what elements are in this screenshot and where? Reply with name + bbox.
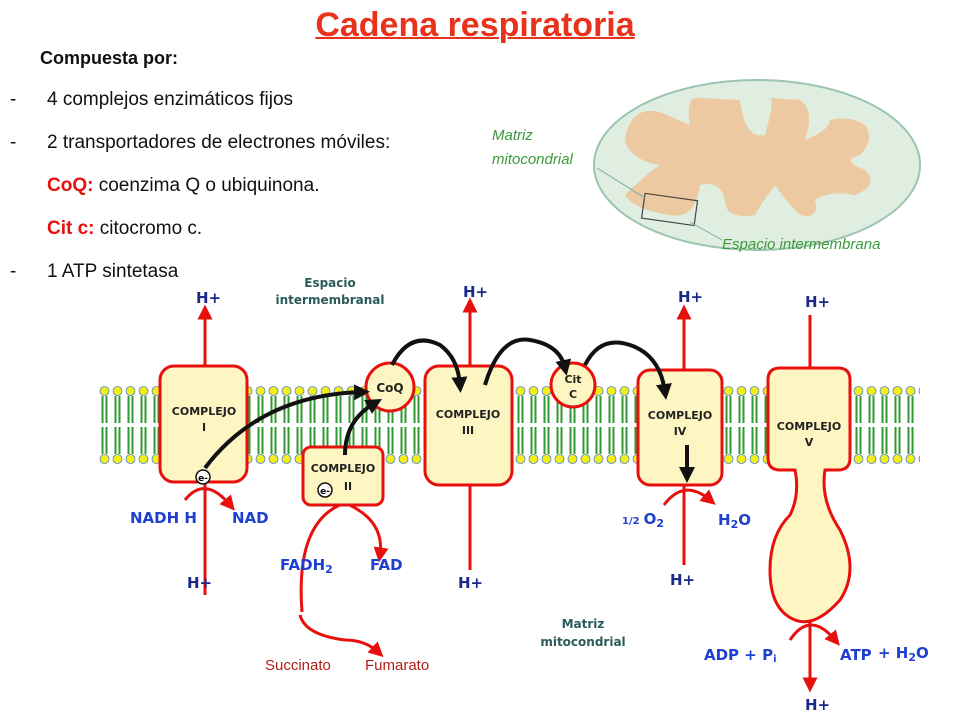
- list-item-coq: CoQ: coenzima Q o ubiquinona.: [47, 175, 319, 197]
- complex-1-number: I: [202, 421, 206, 434]
- atp-label: ATP: [840, 646, 872, 664]
- hplus-bottom-4: H+: [670, 571, 695, 589]
- complex-4-label: COMPLEJO: [648, 409, 712, 422]
- matrix-label-1: Matriz: [562, 617, 605, 631]
- electron-flow-arrows: [203, 337, 695, 483]
- hplus-top-4: H+: [678, 288, 703, 306]
- matrix-label-2: mitocondrial: [540, 635, 625, 649]
- list-item-complexes: 4 complejos enzimáticos fijos: [47, 89, 294, 110]
- electron-2: e-: [317, 482, 333, 498]
- complex-2: [301, 445, 385, 507]
- succinato-label: Succinato: [265, 657, 331, 674]
- hplus-bottom-1: H+: [187, 574, 212, 592]
- citc-label: Cit c:: [47, 218, 95, 239]
- subtitle: Compuesta por:: [40, 48, 179, 68]
- svg-text:e-: e-: [320, 487, 330, 497]
- coq-text: coenzima Q o ubiquinona.: [98, 175, 320, 196]
- complex-3-label: COMPLEJO: [436, 408, 500, 421]
- list-item-citc: Cit c: citocromo c.: [47, 218, 202, 240]
- fad-label: FAD: [370, 556, 403, 574]
- complex-2-label: COMPLEJO: [311, 462, 375, 475]
- mitochondrion-illustration: Matriz mitocondrial Espacio intermembran…: [492, 79, 921, 253]
- fumarato-label: Fumarato: [365, 657, 429, 674]
- slide-title: Cadena respiratoria: [315, 6, 635, 44]
- adp-pi-label: ADP + Pi: [704, 646, 777, 665]
- space-label-1: Espacio: [304, 276, 356, 290]
- space-label-2: intermembranal: [276, 293, 385, 307]
- hplus-top-1: H+: [196, 289, 221, 307]
- plus-h2o-label: + H2O: [878, 644, 929, 664]
- complex-4-number: IV: [674, 425, 687, 438]
- list-item-transporters: 2 transportadores de electrones móviles:: [47, 132, 391, 153]
- nadh-label: NADH H: [130, 509, 197, 527]
- coq-label: CoQ:: [47, 175, 94, 196]
- nad-label: NAD: [232, 509, 269, 527]
- svg-text:e-: e-: [198, 474, 208, 484]
- bullet-dash: -: [10, 89, 17, 110]
- hplus-top-3: H+: [463, 283, 488, 301]
- electron-1: e-: [195, 469, 211, 485]
- h2o-label: H2O: [718, 511, 751, 531]
- hplus-top-5: H+: [805, 293, 830, 311]
- fadh2-label: FADH2: [280, 556, 333, 576]
- complex-3-number: III: [462, 424, 474, 437]
- mito-space-label: Espacio intermembrana: [722, 236, 880, 253]
- bullet-dash: -: [10, 261, 17, 282]
- citc-text: citocromo c.: [99, 218, 203, 239]
- cit-c-label: C: [569, 388, 577, 401]
- mito-matrix-label-2: mitocondrial: [492, 151, 574, 168]
- complex-5-label: COMPLEJO: [777, 420, 841, 433]
- coq-label: CoQ: [376, 381, 403, 395]
- bullet-dash: -: [10, 132, 17, 153]
- cit-label: Cit: [564, 373, 581, 386]
- complex-3: [423, 364, 514, 487]
- complex-5-atp-synthase: [766, 366, 852, 624]
- complex-2-number: II: [344, 480, 352, 493]
- hplus-bottom-5: H+: [805, 696, 830, 714]
- complex-5-number: V: [805, 436, 814, 449]
- complex-1-label: COMPLEJO: [172, 405, 236, 418]
- hplus-bottom-3: H+: [458, 574, 483, 592]
- list-item-atp-synthase: 1 ATP sintetasa: [47, 261, 179, 282]
- mito-matrix-label-1: Matriz: [492, 127, 533, 144]
